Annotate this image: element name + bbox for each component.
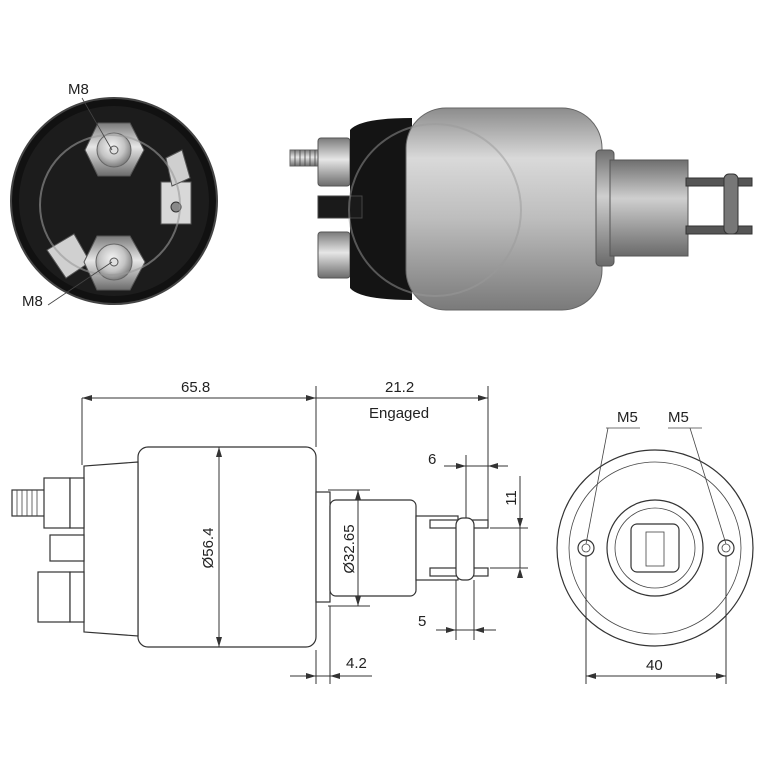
side-drawing: 65.8 21.2 Engaged 6 11 Ø56.4 Ø32.65 [11, 379, 528, 684]
dim-length-label: 65.8 [181, 379, 210, 396]
dim-4-2-label: 4.2 [346, 655, 367, 672]
end-view-photo: M8 M8 [10, 81, 218, 310]
dim-40-label: 40 [646, 657, 663, 674]
fork-pin [723, 173, 739, 235]
dim-diameter-plunger-label: Ø32.65 [341, 524, 358, 573]
watermark-logo [39, 134, 181, 276]
plunger-square [630, 523, 680, 573]
spade-terminal [317, 195, 363, 219]
m8-top-label: M8 [68, 81, 89, 98]
plunger-housing [609, 159, 689, 257]
solenoid-body [405, 107, 603, 311]
fork-top [685, 177, 753, 187]
engaged-label: Engaged [369, 405, 429, 422]
dim-stroke-label: 21.2 [385, 379, 414, 396]
m8-bottom-label: M8 [22, 293, 43, 310]
m5-right-label: M5 [668, 409, 689, 426]
m5-left-label: M5 [617, 409, 638, 426]
flange-inner [568, 461, 742, 635]
dim-diameter-body-label: Ø56.4 [200, 528, 217, 569]
body-outline [137, 446, 317, 648]
side-view-photo [289, 107, 753, 311]
dim-5-label: 5 [418, 613, 426, 630]
m5-hole-right [717, 539, 735, 557]
cap-outline [83, 461, 139, 637]
black-cap-side [350, 118, 412, 300]
bottom-nut [317, 231, 351, 279]
dim-11-label: 11 [503, 490, 520, 506]
stud-outline [11, 489, 47, 517]
fork-bottom [685, 225, 753, 235]
dim-6-label: 6 [428, 451, 436, 468]
top-nut [317, 137, 351, 187]
front-drawing: M5 M5 40 [556, 409, 754, 684]
